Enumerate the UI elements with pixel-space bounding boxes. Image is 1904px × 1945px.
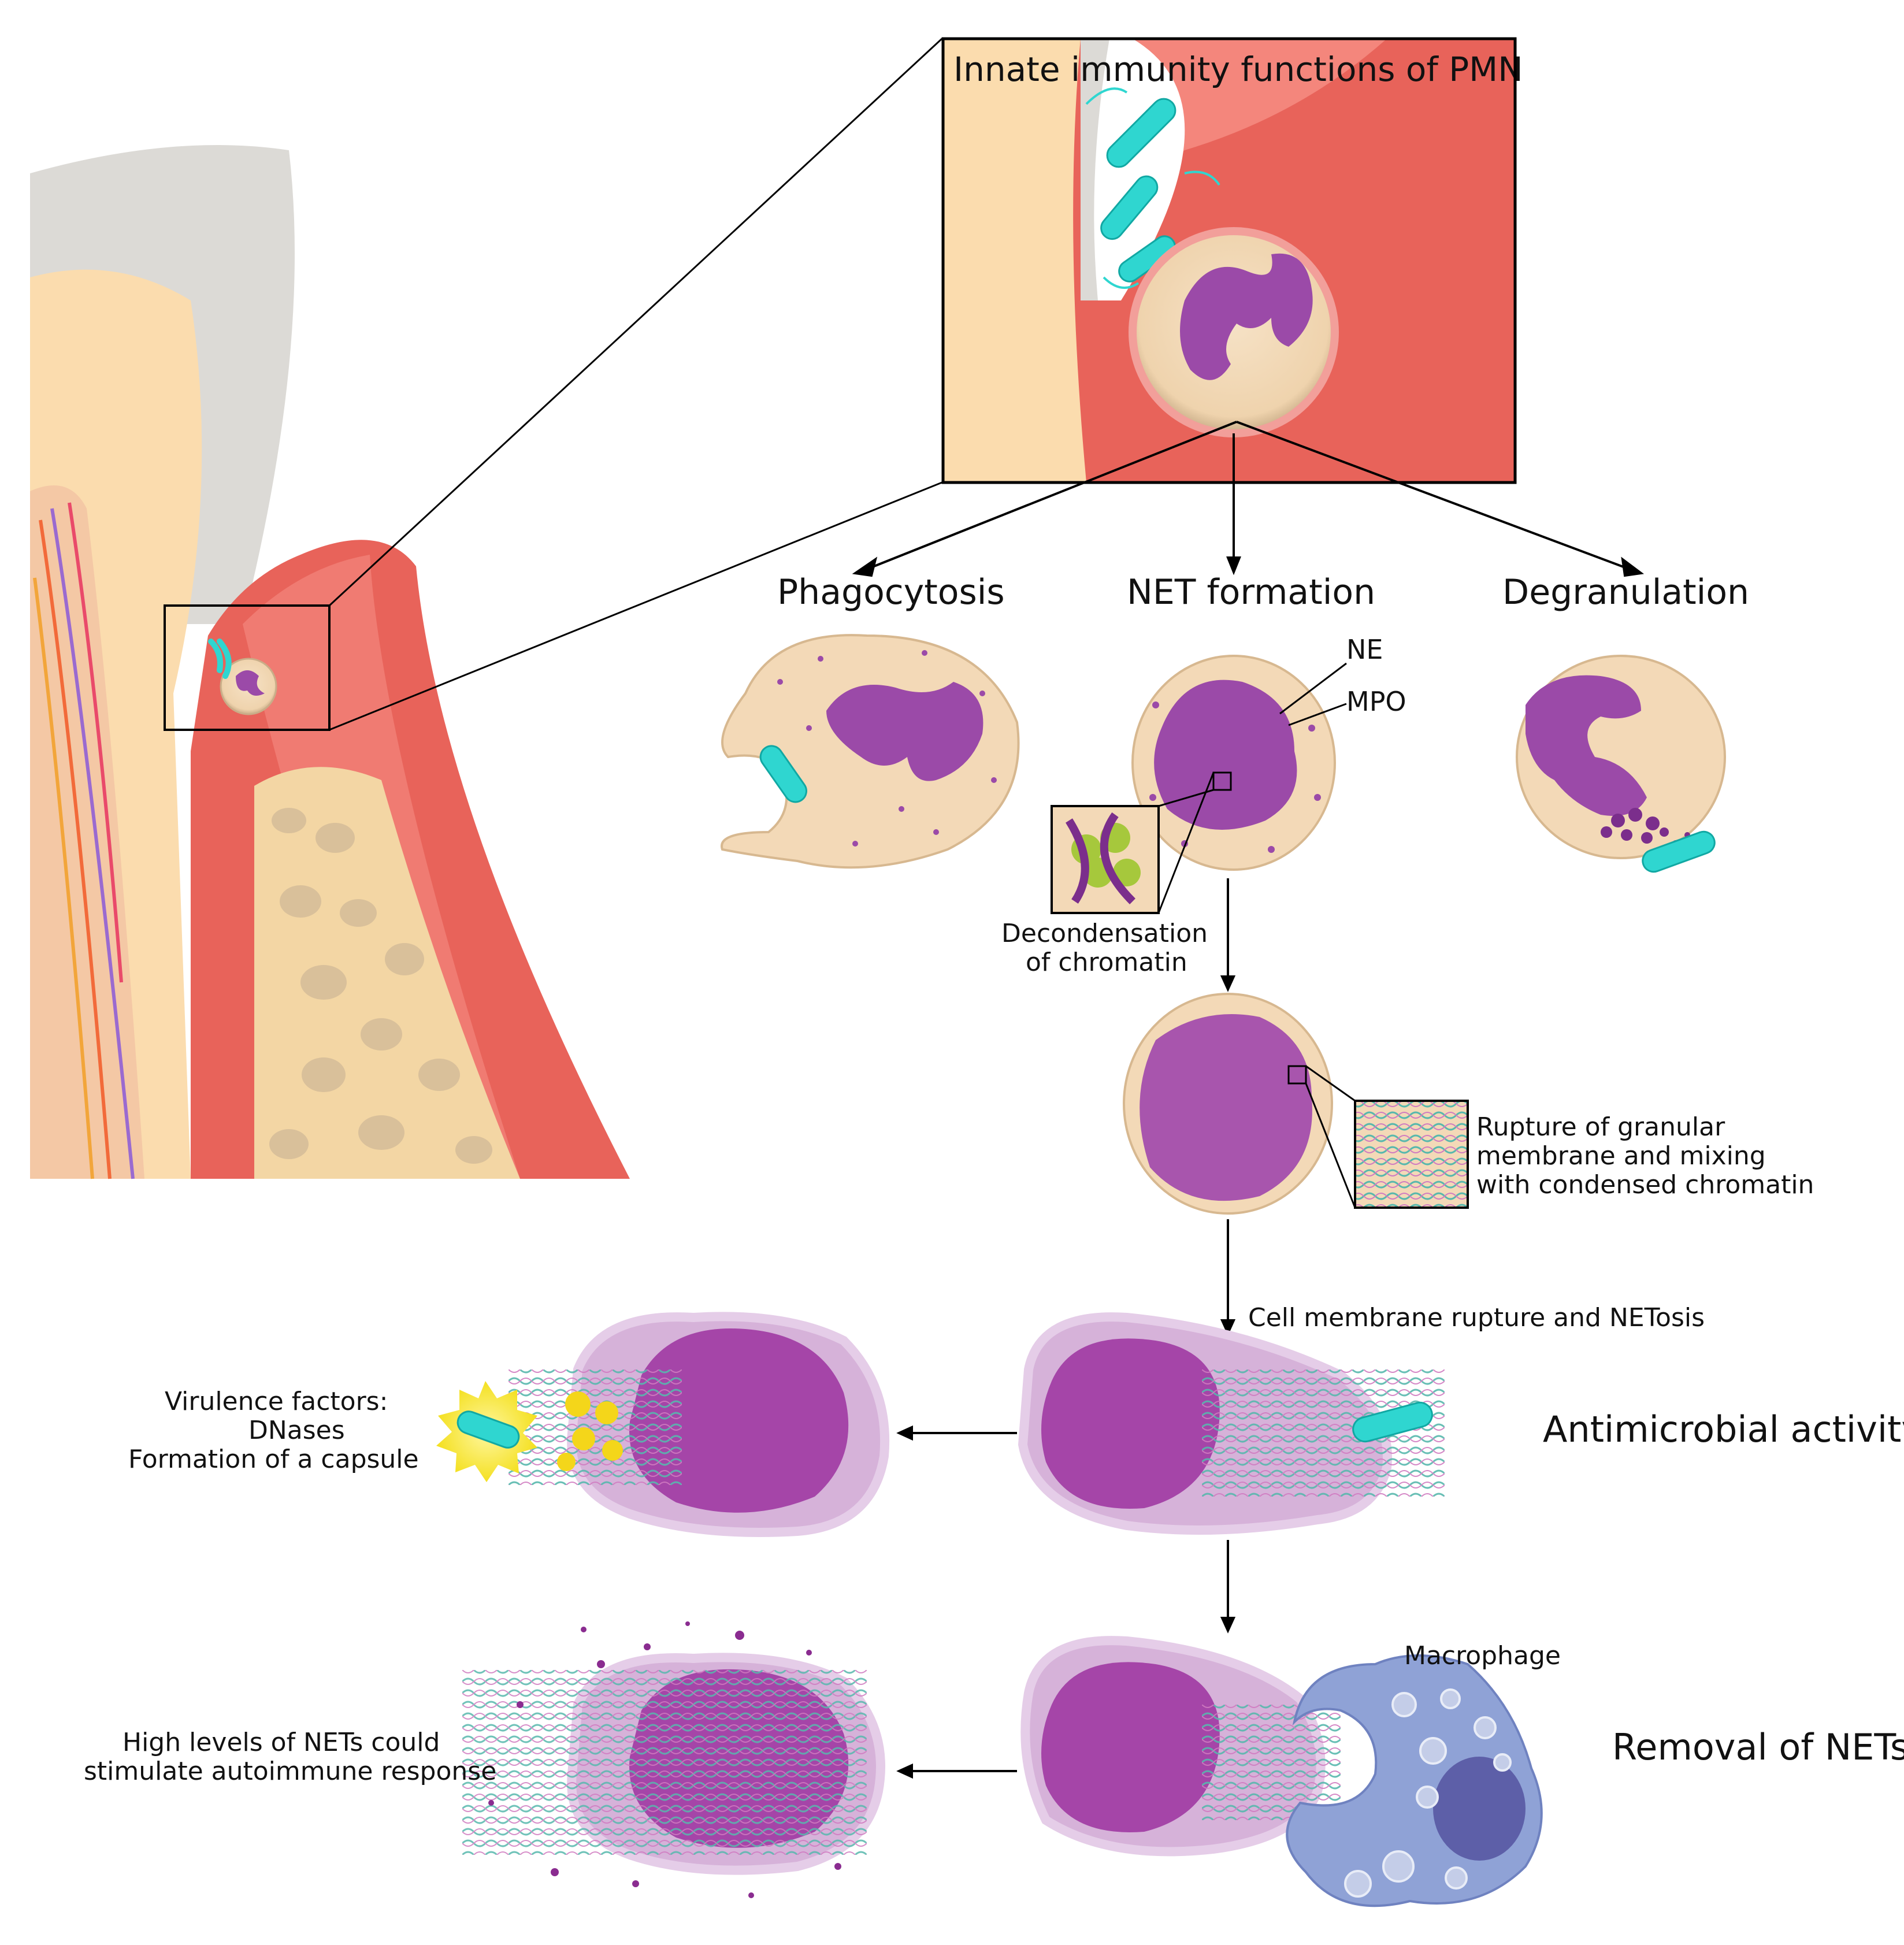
inset-pmn-cell bbox=[1129, 227, 1339, 437]
trapped-bacterium bbox=[1352, 1401, 1433, 1443]
rupture-cell: Rupture of granular membrane and mixing … bbox=[1123, 993, 1814, 1215]
scattered-granules bbox=[488, 1621, 841, 1898]
label-virulence-2: DNases bbox=[248, 1416, 345, 1445]
macrophage-nucleus bbox=[1433, 1757, 1526, 1861]
netosis-nucleus bbox=[1041, 1338, 1220, 1509]
inset-dentin bbox=[943, 39, 1086, 482]
dnase-particles bbox=[557, 1391, 623, 1471]
removal-scene bbox=[1020, 1636, 1543, 1907]
released-granules bbox=[1601, 808, 1690, 847]
inset-frame bbox=[941, 37, 1517, 484]
dna-strand bbox=[1066, 812, 1135, 904]
inset-pmn-nucleus bbox=[1180, 253, 1313, 380]
arrow-to-autoimmune bbox=[896, 1763, 1017, 1779]
chromatin-zoom-box bbox=[1212, 771, 1232, 791]
label-decondensation-2: of chromatin bbox=[1026, 948, 1187, 977]
label-net-formation: NET formation bbox=[1127, 572, 1375, 613]
arrow-to-removal bbox=[1220, 1540, 1236, 1634]
inset-bacteria bbox=[1100, 98, 1176, 283]
label-virulence-3: Formation of a capsule bbox=[128, 1445, 419, 1474]
zoom-connectors bbox=[328, 38, 943, 731]
virulence-cell bbox=[436, 1312, 890, 1537]
label-rupture-3: with condensed chromatin bbox=[1476, 1170, 1814, 1200]
label-antimicrobial: Antimicrobial activity bbox=[1543, 1408, 1904, 1450]
netosis-cell bbox=[1018, 1312, 1445, 1535]
arrow-to-rupture bbox=[1220, 878, 1236, 992]
label-ne: NE bbox=[1346, 634, 1383, 665]
label-rupture-2: membrane and mixing bbox=[1476, 1141, 1766, 1171]
degranulation-cell bbox=[1516, 655, 1726, 873]
label-netosis-step: Cell membrane rupture and NETosis bbox=[1248, 1303, 1705, 1332]
netosis-net-fibers bbox=[1202, 1369, 1445, 1497]
label-virulence-1: Virulence factors: bbox=[165, 1387, 388, 1416]
phagocytosis-nucleus bbox=[826, 682, 983, 781]
label-mpo: MPO bbox=[1346, 686, 1406, 717]
autoimmune-net-fibers bbox=[462, 1670, 867, 1855]
branch-arrows bbox=[852, 421, 1645, 577]
bone-pores bbox=[269, 808, 492, 1164]
label-macrophage: Macrophage bbox=[1404, 1641, 1561, 1671]
rupture-nucleus bbox=[1140, 1014, 1312, 1201]
inset-title: Innate immunity functions of PMN bbox=[953, 50, 1523, 89]
removal-net-fibers bbox=[1202, 1705, 1341, 1820]
small-bacteria bbox=[208, 639, 232, 679]
nerve-fibers bbox=[33, 502, 135, 1179]
degranulation-bacterium bbox=[1642, 830, 1716, 873]
degranulation-nucleus bbox=[1526, 675, 1647, 816]
net-nucleus bbox=[1154, 680, 1297, 830]
virulence-net-fibers bbox=[509, 1369, 682, 1485]
label-decondensation-1: Decondensation bbox=[1001, 919, 1208, 948]
virulence-nucleus bbox=[629, 1328, 849, 1513]
tooth-cross-section bbox=[30, 145, 630, 1179]
autoimmune-net-cloud bbox=[462, 1621, 885, 1898]
zoom-box bbox=[164, 604, 331, 731]
phagocytosis-bacterium bbox=[759, 745, 807, 803]
label-removal: Removal of NETs bbox=[1612, 1726, 1904, 1768]
label-autoimmune-1: High levels of NETs could bbox=[123, 1728, 440, 1757]
label-phagocytosis: Phagocytosis bbox=[777, 572, 1005, 613]
rupture-zoom-box bbox=[1287, 1065, 1307, 1085]
arrow-to-netosis bbox=[1220, 1219, 1236, 1336]
arrow-to-virulence bbox=[896, 1425, 1017, 1441]
inset-panel: Innate immunity functions of PMN bbox=[941, 37, 1523, 484]
label-degranulation: Degranulation bbox=[1502, 572, 1749, 613]
net-formation-cell: NE MPO Decondensation of chromatin bbox=[1001, 634, 1406, 977]
phagocytosis-cell bbox=[721, 634, 1020, 869]
small-pmn-nucleus bbox=[236, 670, 265, 696]
phagosomes bbox=[1344, 1688, 1512, 1898]
label-autoimmune-2: stimulate autoimmune response bbox=[84, 1757, 496, 1786]
removal-nucleus bbox=[1041, 1662, 1220, 1832]
label-rupture-1: Rupture of granular bbox=[1476, 1112, 1725, 1142]
capsule-bacterium bbox=[456, 1411, 520, 1449]
inset-flagella bbox=[1085, 87, 1220, 289]
